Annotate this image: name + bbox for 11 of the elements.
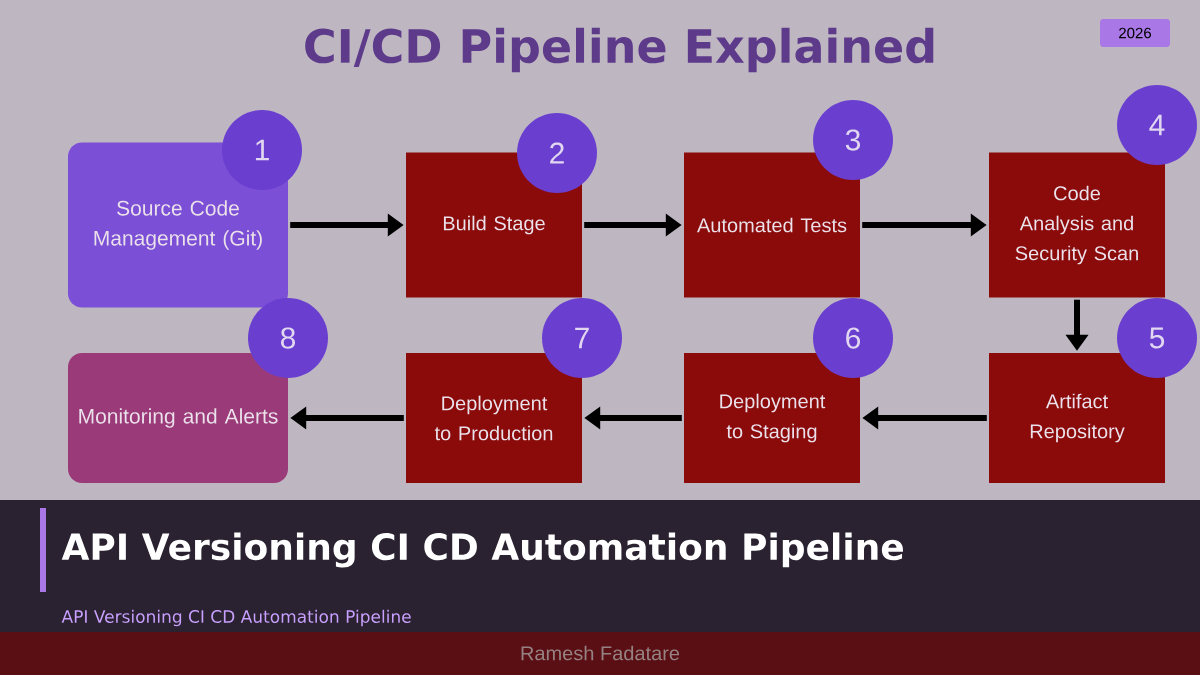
process-box: Artifact Repository <box>989 353 1165 483</box>
subtitle: API Versioning CI CD Automation Pipeline <box>61 609 411 627</box>
process-box: Monitoring and Alerts <box>68 353 288 483</box>
process-box: Deployment to Staging <box>684 353 860 483</box>
banner-title: API Versioning CI CD Automation Pipeline <box>61 532 903 568</box>
title: CI/CD Pipeline Explained <box>305 27 934 73</box>
year-badge: 2026 <box>1100 19 1170 47</box>
credit-text: Ramesh Fadatare <box>521 645 680 661</box>
process-box: Deployment to Production <box>406 353 582 483</box>
process-box: Automated Tests <box>684 152 860 298</box>
process-box: Code Analysis and Security Scan <box>989 152 1165 298</box>
